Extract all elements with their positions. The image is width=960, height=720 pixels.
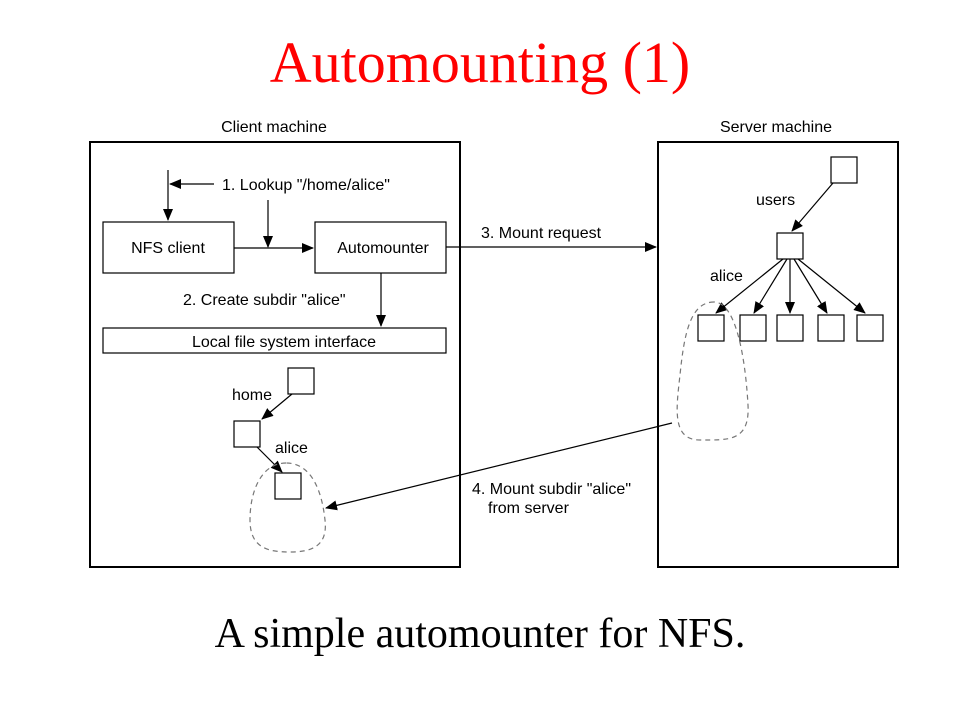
server-edge-4 bbox=[793, 258, 828, 314]
server-users-edge bbox=[791, 182, 834, 232]
server-machine-box bbox=[657, 141, 899, 568]
server-edge-5 bbox=[797, 258, 866, 314]
server-alice-dir bbox=[697, 314, 725, 342]
step4-label-line2: from server bbox=[488, 500, 570, 517]
client-home-dir bbox=[233, 420, 261, 448]
nfs-client-label: NFS client bbox=[131, 240, 205, 257]
server-users-dir bbox=[776, 232, 804, 260]
client-root-dir bbox=[287, 367, 315, 395]
client-home-edge bbox=[261, 393, 293, 420]
automounter-box bbox=[314, 221, 447, 274]
client-alice-dir bbox=[274, 472, 302, 500]
client-machine-box bbox=[89, 141, 461, 568]
client-mount-region bbox=[249, 462, 326, 553]
local-fs-interface-box bbox=[102, 327, 447, 354]
automounter-label: Automounter bbox=[337, 240, 429, 257]
step2-label: 2. Create subdir "alice" bbox=[183, 292, 346, 309]
local-fs-interface-label: Local file system interface bbox=[192, 334, 376, 351]
server-dir-3 bbox=[776, 314, 804, 342]
client-home-label: home bbox=[232, 387, 272, 404]
step3-label: 3. Mount request bbox=[481, 225, 602, 242]
slide-caption: A simple automounter for NFS. bbox=[214, 611, 746, 657]
server-root-dir bbox=[830, 156, 858, 184]
step4-label-line1: 4. Mount subdir "alice" bbox=[472, 481, 631, 498]
server-alice-label: alice bbox=[710, 268, 743, 285]
server-dir-4 bbox=[817, 314, 845, 342]
server-dir-2 bbox=[739, 314, 767, 342]
client-alice-label: alice bbox=[275, 440, 308, 457]
server-export-region bbox=[676, 301, 749, 441]
server-edge-alice bbox=[715, 258, 784, 314]
server-users-label: users bbox=[756, 192, 795, 209]
slide-title: Automounting (1) bbox=[269, 30, 691, 95]
step1-label: 1. Lookup "/home/alice" bbox=[222, 177, 390, 194]
client-alice-edge bbox=[256, 446, 283, 473]
client-machine-label: Client machine bbox=[221, 119, 327, 136]
server-edge-2 bbox=[753, 258, 788, 314]
server-machine-label: Server machine bbox=[720, 119, 832, 136]
mount-subdir-arrow bbox=[325, 422, 673, 511]
server-dir-5 bbox=[856, 314, 884, 342]
